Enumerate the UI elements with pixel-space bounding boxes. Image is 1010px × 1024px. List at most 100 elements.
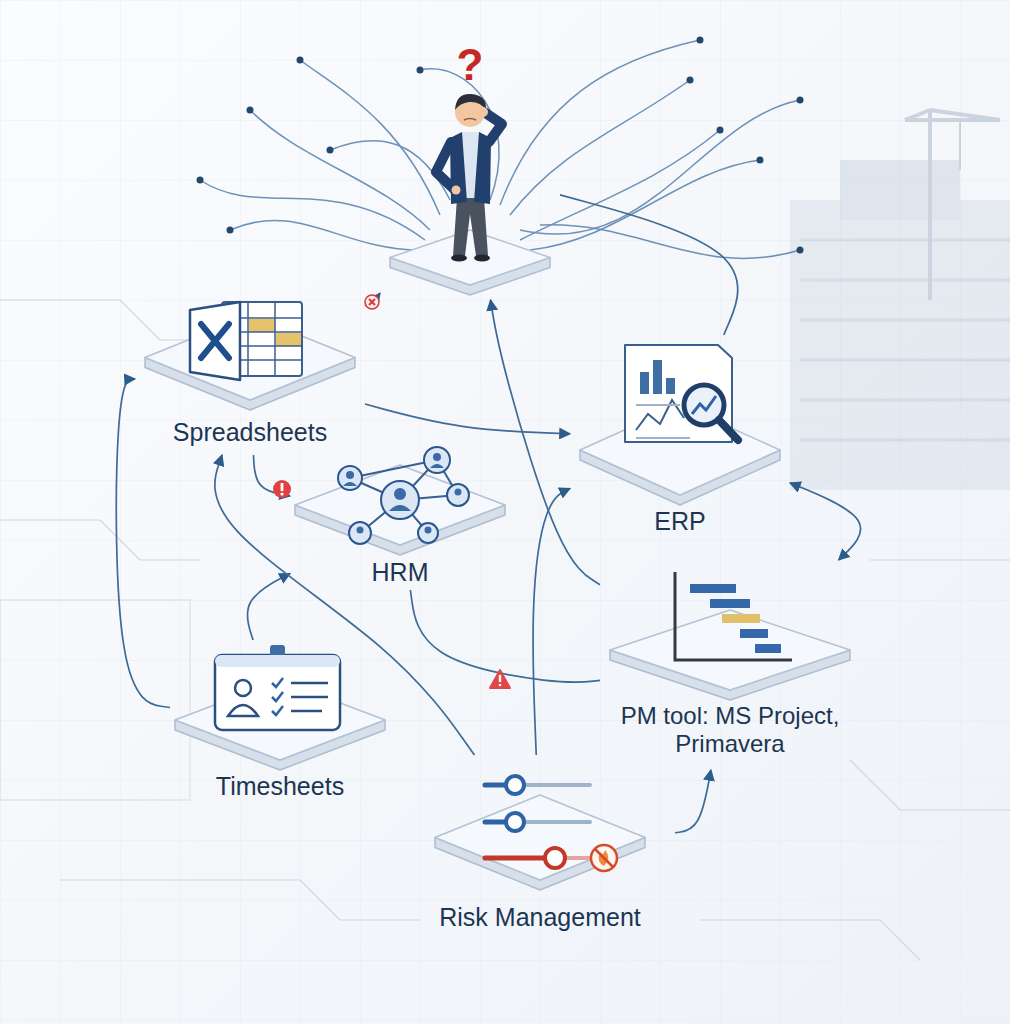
platform-top [145, 315, 355, 400]
person-body [430, 464, 444, 468]
system-platform: Risk Management [405, 755, 675, 940]
circuit-line [0, 520, 200, 560]
man-head [455, 97, 485, 127]
gantt-bar [710, 599, 750, 608]
no-fire-sign [591, 845, 617, 871]
magnifier-lens [684, 385, 724, 425]
card-clip [270, 645, 285, 662]
line-dot [797, 97, 804, 104]
person-head [433, 453, 441, 461]
slider-track [485, 785, 590, 822]
connector [410, 590, 600, 682]
slider-fill [485, 785, 515, 822]
platform-top [175, 680, 385, 760]
report-bar [653, 360, 662, 394]
marker-bang [499, 675, 501, 682]
man-shoe [451, 255, 467, 262]
gantt-icon [675, 572, 792, 660]
tangled-line [200, 180, 425, 240]
connector [560, 195, 738, 335]
card-person-body [228, 705, 258, 716]
building-floors [800, 240, 1010, 440]
node-label: PM tool: MS Project, Primavera [600, 702, 860, 758]
gantt-bar [755, 644, 781, 653]
magnifier-handle [719, 420, 738, 440]
card-person-head [235, 680, 251, 696]
report-rule [636, 405, 690, 438]
tangled-line [300, 60, 440, 215]
person-circle [447, 484, 469, 506]
connector [491, 300, 600, 585]
line-dot [327, 147, 334, 154]
circuit-line [700, 920, 920, 960]
man-mouth [464, 119, 476, 121]
person-circle [381, 481, 419, 519]
hrm-icon [338, 447, 469, 544]
report-line [636, 400, 684, 430]
network-link [350, 460, 458, 533]
tangled-line [500, 40, 700, 205]
building-block [790, 200, 1010, 490]
gantt-bar [740, 629, 768, 638]
sheet [222, 302, 302, 376]
check-mark [272, 678, 283, 715]
spreadsheet-icon [190, 302, 302, 380]
report-bar [666, 378, 675, 394]
line-dot [227, 227, 234, 234]
tangled-line [230, 220, 420, 250]
slider-track [485, 856, 590, 860]
circuit-line [870, 559, 1010, 560]
question-mark: ? [380, 40, 560, 90]
marker-dot [499, 684, 502, 687]
node-label: HRM [290, 558, 510, 587]
platform-top [580, 405, 780, 495]
person-circles [338, 447, 469, 544]
flame [599, 850, 609, 866]
tangled-line [520, 100, 800, 234]
connector [533, 488, 570, 755]
system-platform: PM tool: MS Project, Primavera [600, 560, 860, 770]
line-dot [417, 67, 424, 74]
tangled-line [530, 160, 760, 250]
worried-man [436, 94, 502, 262]
excel-card [190, 302, 240, 380]
man-hand [478, 107, 488, 117]
node-label: Risk Management [405, 903, 675, 932]
person-glyphs [343, 453, 462, 534]
marker-cross [369, 299, 375, 305]
connector [790, 483, 861, 560]
line-dot [297, 57, 304, 64]
person-circle [424, 447, 450, 473]
blueprint-lines [0, 600, 190, 800]
tangled-line [540, 225, 800, 259]
tangled-line [520, 130, 720, 240]
node-label: ERP [570, 507, 790, 536]
system-platform: ERP [570, 335, 790, 540]
system-platform: Spreadsheets [135, 290, 365, 455]
system-platform: Timesheets [170, 640, 390, 805]
line-dot [697, 37, 704, 44]
no-fire-slash [595, 849, 613, 867]
marker-dot [280, 492, 283, 495]
man-jacket [474, 132, 491, 204]
line-dot [797, 247, 804, 254]
tangled-lines [200, 40, 800, 258]
person-body [343, 482, 357, 486]
man-arm [436, 142, 455, 190]
warning-triangle [490, 670, 510, 688]
platform-top [610, 610, 850, 690]
alert-marker [273, 480, 291, 498]
man-arm [484, 112, 502, 142]
error-x-marker [365, 295, 379, 309]
marker-circle [365, 295, 379, 309]
slider-fill [485, 856, 555, 861]
person-circle [349, 522, 371, 544]
platform-top [435, 795, 645, 880]
person-body [389, 505, 411, 511]
crane-cable [959, 120, 961, 170]
risk-sliders [485, 776, 617, 871]
node-label: Spreadsheets [135, 418, 365, 447]
crane [905, 110, 1000, 300]
trend-line [692, 396, 716, 414]
